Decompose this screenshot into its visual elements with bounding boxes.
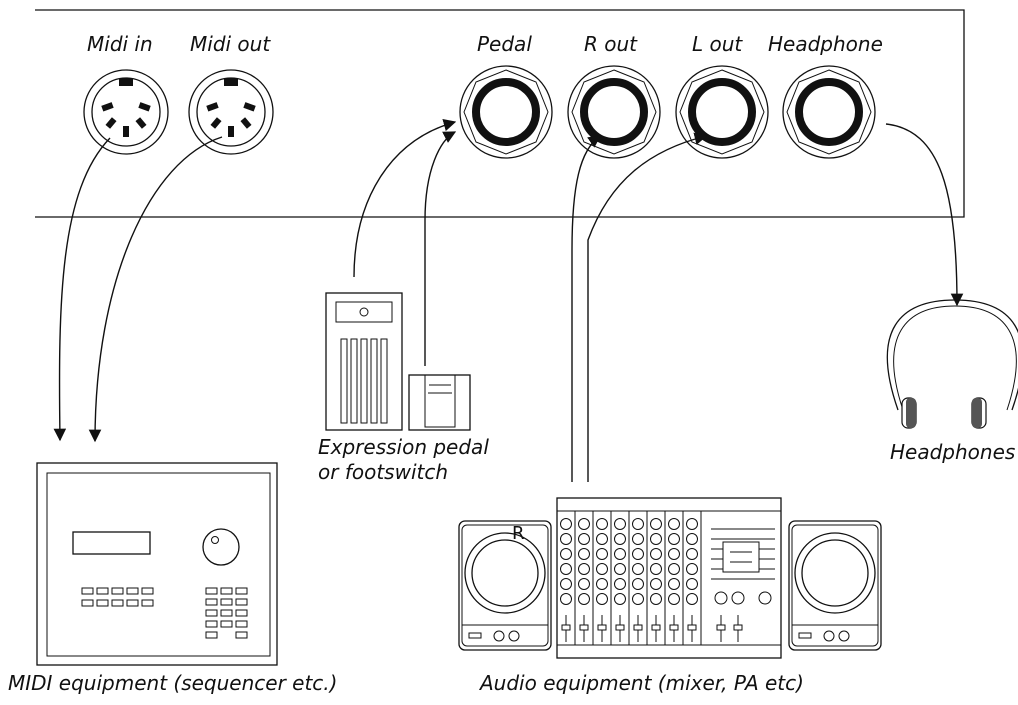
mixer-knob — [632, 548, 644, 560]
audio-equipment-caption: Audio equipment (mixer, PA etc) — [478, 671, 804, 695]
mixer-knob — [668, 563, 680, 575]
mixer-knob — [632, 593, 644, 605]
mixer-fader — [651, 615, 661, 642]
headphone-label: Headphone — [768, 32, 883, 56]
mixer-knob — [578, 548, 590, 560]
expression-pedal-caption-line2: or footswitch — [318, 460, 448, 484]
mixer-knob — [650, 593, 662, 605]
pedal-label: Pedal — [477, 32, 532, 56]
mixer-fader — [579, 615, 589, 642]
midi-in-label: Midi in — [87, 32, 153, 56]
l-out-jack — [675, 65, 769, 159]
midi-out-socket — [188, 69, 274, 155]
mixer-knob — [686, 533, 698, 545]
mixer-knob — [596, 593, 608, 605]
mixer-knob — [668, 533, 680, 545]
mixer-knob — [614, 578, 626, 590]
mixer-knob — [560, 533, 572, 545]
mixer-knob — [686, 563, 698, 575]
wire-expression-pedal — [353, 118, 457, 278]
wire-r-out — [571, 135, 602, 482]
mixer-knob — [686, 578, 698, 590]
headphones-caption: Headphones — [890, 440, 1015, 464]
pedal-jack — [459, 65, 553, 159]
headphone-jack — [782, 65, 876, 159]
mixer-master-fader — [733, 615, 743, 642]
mixer-fader — [633, 615, 643, 642]
midi-equipment-caption: MIDI equipment (sequencer etc.) — [8, 671, 337, 695]
mixer-knob — [560, 593, 572, 605]
speaker-left-mark: R — [512, 523, 525, 544]
mixer-knob — [686, 548, 698, 560]
mixer-knob — [686, 593, 698, 605]
mixer-knob — [614, 593, 626, 605]
mixer-knob — [686, 518, 698, 530]
expression-pedal-device — [325, 292, 403, 431]
mixer-knob — [596, 518, 608, 530]
mixer-knob — [668, 578, 680, 590]
mixer-knob — [614, 563, 626, 575]
mixer-knob-grid — [560, 511, 702, 645]
mixer-knob — [560, 563, 572, 575]
midi-in-socket — [83, 69, 169, 155]
mixer-knob — [668, 518, 680, 530]
mixer-knob — [632, 563, 644, 575]
wire-headphones — [885, 123, 964, 307]
mixer-knob — [650, 518, 662, 530]
r-out-jack — [567, 65, 661, 159]
mixer-fader — [561, 615, 571, 642]
wire-l-out — [587, 132, 708, 482]
mixer-knob — [578, 533, 590, 545]
mixer-fader — [615, 615, 625, 642]
mixer-fader — [597, 615, 607, 642]
mixer-knob — [596, 548, 608, 560]
mixer-knob — [632, 533, 644, 545]
mixer-knob — [578, 563, 590, 575]
mixer-knob — [596, 563, 608, 575]
mixer-knob — [650, 533, 662, 545]
mixer-fader — [669, 615, 679, 642]
mixer-knob — [560, 548, 572, 560]
mixer-knob — [578, 518, 590, 530]
mixer-knob — [578, 593, 590, 605]
mixer-knob — [650, 563, 662, 575]
mixer-master-fader — [716, 615, 726, 642]
mixer-eq-section — [711, 528, 775, 605]
mixer-knob — [650, 548, 662, 560]
speaker-left: R — [458, 520, 552, 651]
mixer-knob — [560, 578, 572, 590]
rear-panel — [35, 9, 965, 218]
mixer-knob — [596, 578, 608, 590]
midi-out-label: Midi out — [190, 32, 271, 56]
headphones-device — [886, 299, 1018, 429]
speaker-right — [788, 520, 882, 651]
expression-pedal-caption-line1: Expression pedal — [318, 435, 489, 459]
mixer-knob — [650, 578, 662, 590]
midi-sequencer-device — [36, 462, 278, 666]
mixer-knob — [614, 518, 626, 530]
l-out-label: L out — [692, 32, 743, 56]
mixer-knob — [668, 548, 680, 560]
r-out-label: R out — [584, 32, 638, 56]
wire-midi-in — [53, 137, 111, 442]
mixer-knob — [614, 548, 626, 560]
mixer-device — [556, 497, 782, 659]
wire-footswitch — [424, 131, 457, 366]
mixer-fader — [687, 615, 697, 642]
mixer-knob — [578, 578, 590, 590]
footswitch-device — [408, 374, 471, 431]
wire-midi-out — [88, 136, 223, 443]
mixer-knob — [614, 533, 626, 545]
mixer-knob — [560, 518, 572, 530]
mixer-faders — [561, 615, 743, 642]
mixer-knob — [668, 593, 680, 605]
mixer-knob — [632, 518, 644, 530]
mixer-knob — [632, 578, 644, 590]
mixer-knob — [596, 533, 608, 545]
